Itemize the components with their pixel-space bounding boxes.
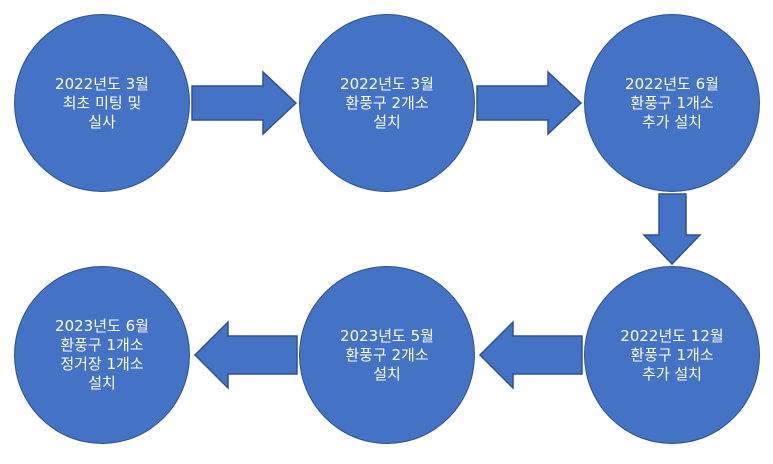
arrow-left-5 [193, 320, 298, 390]
step-node-4-label: 2022년도 12월 환풍구 1개소 추가 설치 [620, 326, 724, 383]
arrow-left-4 [478, 320, 583, 390]
step-node-1: 2022년도 3월 최초 미팅 및 실사 [14, 14, 190, 192]
step-node-3-label: 2022년도 6월 환풍구 1개소 추가 설치 [625, 74, 719, 131]
step-node-5: 2023년도 5월 환풍구 2개소 설치 [299, 266, 475, 444]
step-node-3: 2022년도 6월 환풍구 1개소 추가 설치 [584, 14, 760, 192]
step-node-2-label: 2022년도 3월 환풍구 2개소 설치 [340, 74, 434, 131]
step-node-5-label: 2023년도 5월 환풍구 2개소 설치 [340, 326, 434, 383]
step-node-1-label: 2022년도 3월 최초 미팅 및 실사 [55, 74, 149, 131]
step-node-6-label: 2023년도 6월 환풍구 1개소 정거장 1개소 설치 [55, 317, 149, 392]
arrow-right-2 [476, 70, 583, 136]
step-node-2: 2022년도 3월 환풍구 2개소 설치 [299, 14, 475, 192]
step-node-6: 2023년도 6월 환풍구 1개소 정거장 1개소 설치 [14, 266, 190, 444]
arrow-down-3 [642, 193, 702, 266]
step-node-4: 2022년도 12월 환풍구 1개소 추가 설치 [584, 266, 760, 444]
arrow-right-1 [191, 70, 298, 136]
